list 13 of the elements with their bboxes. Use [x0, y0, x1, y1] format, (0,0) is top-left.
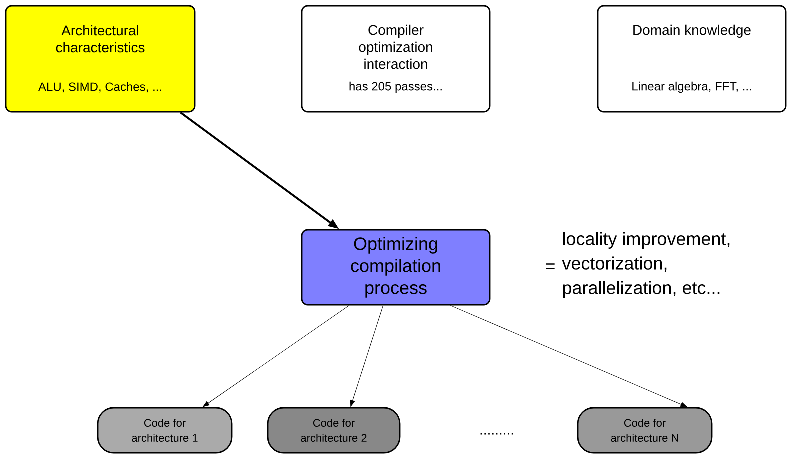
- info-box: Compiler optimization interaction has 205 passes...: [301, 5, 491, 113]
- output-box: Code for architecture N: [577, 407, 713, 454]
- info-box: Domain knowledge Linear algebra, FFT, ...: [597, 5, 787, 113]
- process-box: Optimizing compilation process: [301, 229, 491, 306]
- arrow: [450, 305, 688, 408]
- arrow: [350, 305, 384, 407]
- arrow: [203, 305, 350, 408]
- output-box: Code for architecture 2: [267, 407, 401, 454]
- output-box: Code for architecture 1: [97, 407, 233, 454]
- equals-sign: =: [546, 264, 555, 270]
- info-box: Architectural characteristics ALU, SIMD, Caches, ...: [5, 5, 196, 113]
- note-text: locality improvement, vectorization, parallelization, etc...: [562, 232, 730, 298]
- ellipsis-text: .........: [480, 433, 514, 435]
